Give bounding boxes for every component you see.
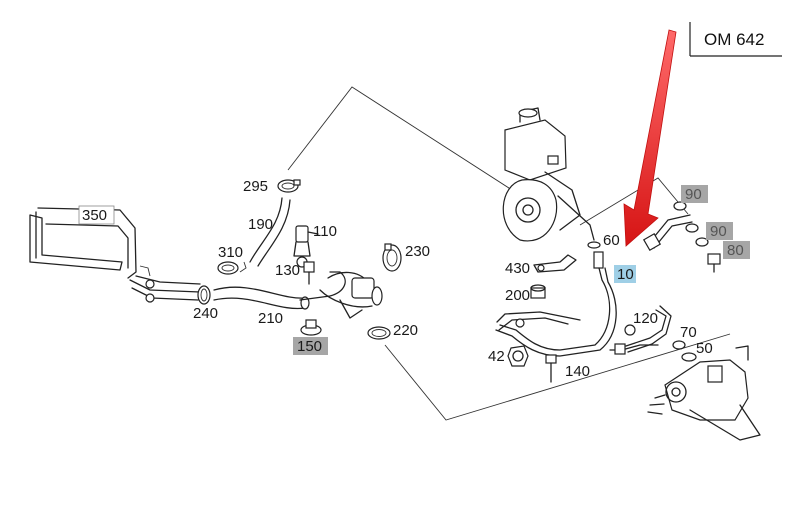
label-190: 190 [248,216,273,233]
bracket-430 [533,254,577,273]
label-110: 110 [313,223,337,240]
label-220: 220 [393,322,418,339]
label-90b: 90 [710,223,727,240]
seal-50 [681,352,697,362]
grommet-150 [300,319,322,336]
power-steering-pump [502,107,595,242]
label-60: 60 [603,232,620,249]
label-200: 200 [505,287,530,304]
clamp-230 [382,243,402,272]
label-295: 295 [243,178,268,195]
o-ring-60 [587,241,601,249]
seal-70 [672,340,686,350]
label-10: 10 [617,266,634,283]
engine-label-box: OM 642 [689,22,782,57]
bolt-140 [545,354,557,383]
hose-clamp-240 [197,285,211,305]
label-50: 50 [696,340,713,357]
o-ring-220 [367,326,391,340]
label-box-90b [706,222,733,240]
hose-190 [249,197,291,267]
pressure-line-fittings [642,201,721,273]
nut-200 [530,284,546,299]
label-240: 240 [193,305,218,322]
clamp-310 [217,261,247,275]
label-box-350 [78,205,115,225]
bolt-130 [303,261,315,285]
label-430: 430 [505,260,530,277]
label-230: 230 [405,243,430,260]
label-90a: 90 [685,186,702,203]
label-310: 310 [218,244,243,261]
label-120: 120 [633,310,658,327]
label-box-80 [723,241,750,259]
clamp-295 [277,179,301,193]
label-box-90a [681,185,708,203]
label-80: 80 [727,242,744,259]
label-130: 130 [275,262,300,279]
cooler-lines-assembly [29,207,201,303]
pipe-120 [624,305,672,353]
label-350: 350 [82,207,107,224]
label-150: 150 [297,338,322,355]
label-42: 42 [488,348,505,365]
label-box-10 [614,265,636,283]
label-140: 140 [565,363,590,380]
red-arrow-icon [623,29,677,247]
label-70: 70 [680,324,697,341]
label-box-150 [293,337,328,355]
clamp-42 [507,345,529,367]
part-labels: 350 295 190 110 310 130 230 240 210 220 … [78,178,750,380]
return-hose-210 [213,286,310,310]
return-pipe-union [299,271,383,319]
steering-gear [647,345,761,441]
engine-label: OM 642 [704,30,764,49]
label-210: 210 [258,310,283,327]
